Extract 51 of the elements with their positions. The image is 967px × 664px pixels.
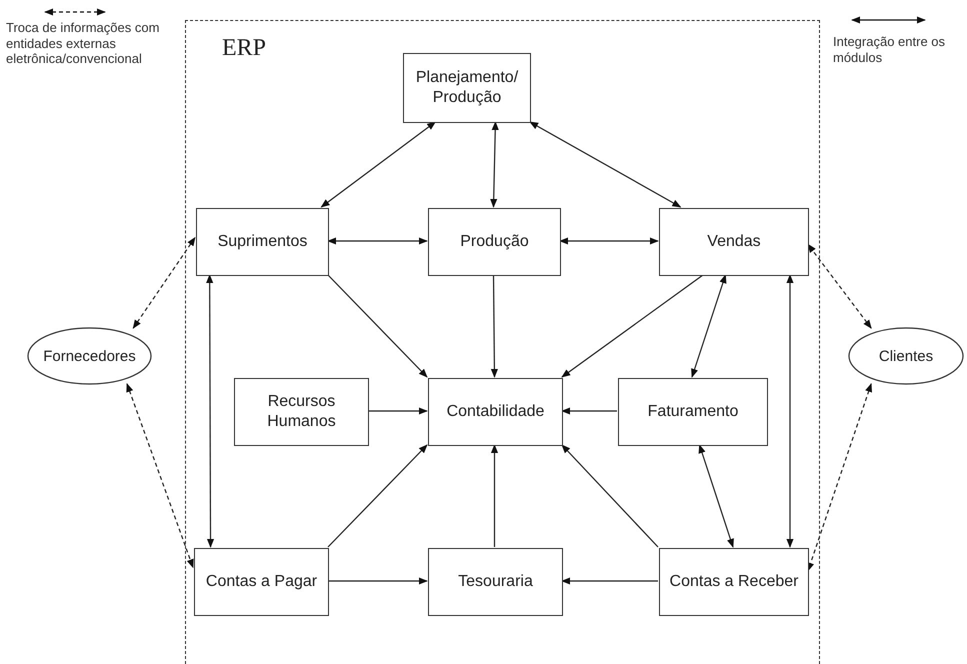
module-box — [428, 378, 563, 446]
module-label: Contas a Pagar — [206, 572, 318, 592]
region-title: ERP — [222, 35, 266, 62]
module-box — [428, 208, 561, 276]
arrow — [328, 444, 428, 548]
arrow — [698, 444, 734, 548]
erp-region — [185, 20, 820, 664]
module-label: Contabilidade — [446, 402, 544, 422]
arrow — [561, 444, 658, 548]
module-box — [234, 378, 369, 446]
arrow — [490, 444, 498, 547]
module-label: Vendas — [707, 232, 761, 252]
module-label: Produção — [460, 232, 529, 252]
module-label: Recursos Humanos — [266, 392, 337, 432]
arrow — [328, 274, 428, 378]
legend-text: Integração entre os módulos — [833, 34, 946, 66]
arrow — [328, 577, 428, 585]
arrow — [327, 237, 428, 245]
arrow — [561, 274, 704, 378]
entity-ellipse — [27, 327, 152, 385]
module-label: Contas a Receber — [670, 572, 798, 592]
legend-text: Troca de informações com entidades externas eletrônica/convencional — [6, 20, 160, 67]
module-label: Suprimentos — [218, 232, 308, 252]
arrow — [368, 407, 428, 415]
module-label: Faturamento — [648, 402, 738, 422]
arrow — [320, 121, 436, 208]
dashed-arrow — [132, 236, 196, 329]
dashed-arrow — [807, 382, 872, 572]
module-box — [428, 548, 563, 616]
module-box — [659, 548, 809, 616]
dashed-arrow — [807, 244, 872, 329]
module-label: Planejamento/ Produção — [414, 68, 520, 108]
arrow — [561, 407, 617, 415]
arrow — [490, 275, 498, 378]
entity-label: Fornecedores — [43, 348, 136, 364]
module-box — [196, 208, 329, 276]
module-label: Tesouraria — [458, 572, 533, 592]
module-box — [618, 378, 768, 446]
arrow — [206, 274, 214, 548]
arrow — [561, 577, 658, 585]
module-box — [194, 548, 329, 616]
module-box — [659, 208, 809, 276]
entity-ellipse — [848, 327, 964, 385]
arrow — [559, 237, 659, 245]
arrow — [786, 274, 794, 548]
arrow — [691, 274, 726, 378]
module-box — [403, 53, 531, 123]
arrow — [529, 121, 682, 208]
entity-label: Clientes — [878, 348, 934, 364]
arrow — [490, 121, 499, 208]
dashed-arrow — [126, 383, 194, 568]
